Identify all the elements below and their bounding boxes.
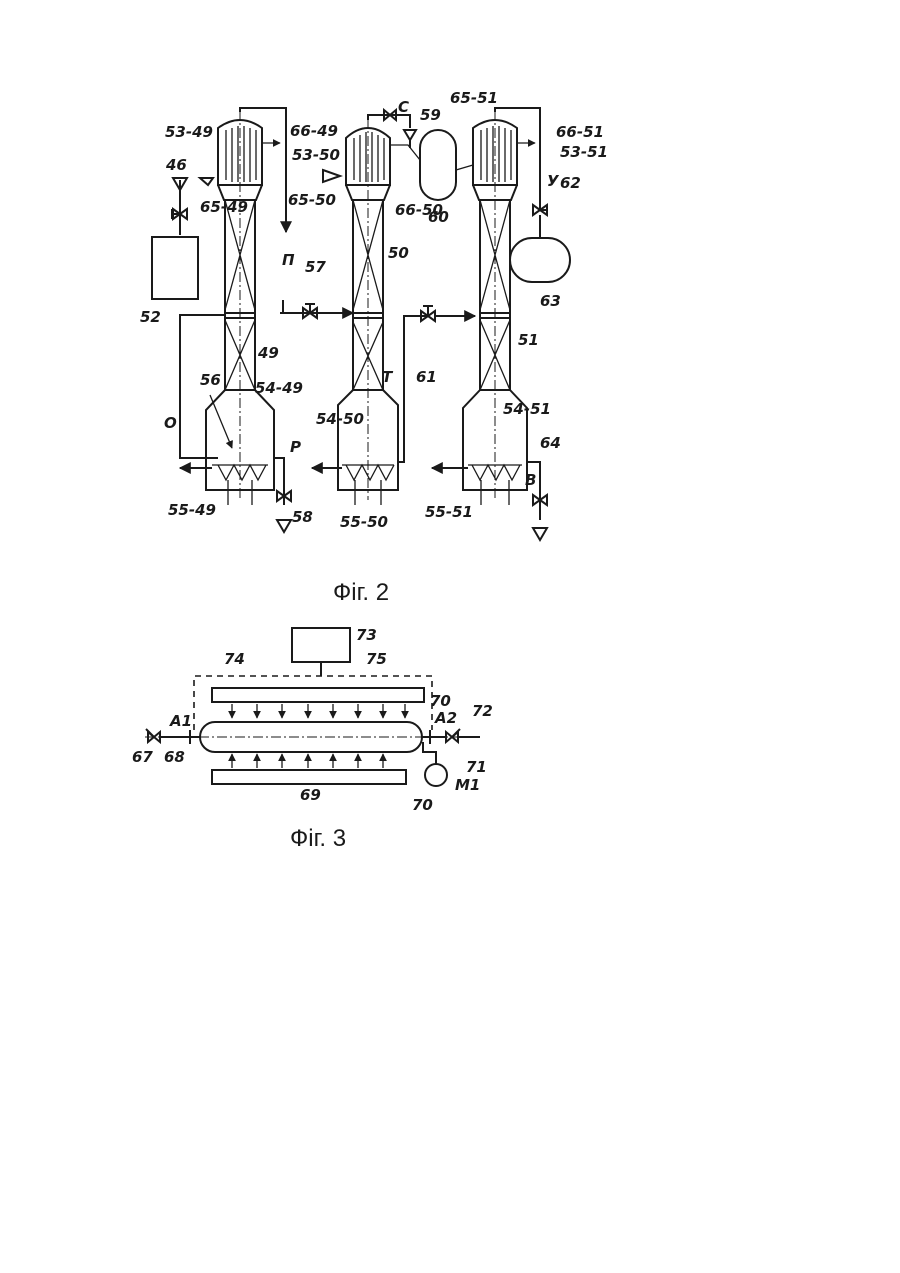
label-55-50: 55-50 xyxy=(340,513,388,531)
label-66-51: 66-51 xyxy=(556,123,604,141)
heat-arrows-up xyxy=(232,754,383,768)
label-73: 73 xyxy=(356,626,377,644)
label-o: О xyxy=(164,414,177,432)
label-61: 61 xyxy=(416,368,437,386)
label-53-49: 53-49 xyxy=(165,123,213,141)
label-c: С xyxy=(398,98,409,116)
controller-73 xyxy=(292,628,350,662)
label-74: 74 xyxy=(224,650,245,668)
label-68: 68 xyxy=(164,748,185,766)
label-51: 51 xyxy=(518,331,539,349)
label-59: 59 xyxy=(420,106,441,124)
label-62: 62 xyxy=(560,174,581,192)
label-54-49: 54-49 xyxy=(255,379,303,397)
tank-60 xyxy=(420,130,456,200)
label-65-49: 65-49 xyxy=(200,198,248,216)
label-58: 58 xyxy=(292,508,313,526)
label-55-49: 55-49 xyxy=(168,501,216,519)
label-54-51: 54-51 xyxy=(503,400,551,418)
label-p: Р xyxy=(290,438,301,456)
heat-arrows-down xyxy=(232,704,405,718)
label-65-51: 65-51 xyxy=(450,89,498,107)
label-49: 49 xyxy=(257,344,279,362)
label-m1: М1 xyxy=(455,776,480,794)
figure-2-caption: Фіг. 2 xyxy=(333,579,389,606)
label-72: 72 xyxy=(472,702,493,720)
label-60: 60 xyxy=(428,208,449,226)
valve-72 xyxy=(446,729,460,742)
label-56: 56 xyxy=(200,371,221,389)
label-70-top: 70 xyxy=(430,692,451,710)
label-67: 67 xyxy=(132,748,153,766)
heater-70-top xyxy=(212,688,424,702)
label-46: 46 xyxy=(165,156,187,174)
gauge-m1 xyxy=(425,764,447,786)
heater-70-bottom xyxy=(212,770,406,784)
label-57: 57 xyxy=(305,258,326,276)
label-v: В xyxy=(525,471,536,489)
label-64: 64 xyxy=(540,434,561,452)
label-a2: А2 xyxy=(434,709,457,727)
label-pi: П xyxy=(282,251,295,269)
label-65-50: 65-50 xyxy=(288,191,336,209)
valve-68 xyxy=(146,729,160,742)
label-71: 71 xyxy=(466,758,487,776)
label-69: 69 xyxy=(300,786,321,804)
label-70-bottom: 70 xyxy=(412,796,433,814)
valve-50-feed xyxy=(303,304,317,318)
label-54-50: 54-50 xyxy=(316,410,364,428)
label-66-49: 66-49 xyxy=(290,122,338,140)
tank-63 xyxy=(510,238,570,282)
label-75: 75 xyxy=(366,650,387,668)
valve-61 xyxy=(421,306,435,321)
condenser-tubes-49 xyxy=(226,126,256,182)
label-63: 63 xyxy=(540,292,561,310)
label-t: Т xyxy=(382,368,394,386)
label-53-50: 53-50 xyxy=(292,146,340,164)
label-a1: А1 xyxy=(169,712,192,730)
tank-52 xyxy=(152,237,198,299)
column-50 xyxy=(280,110,475,505)
label-55-51: 55-51 xyxy=(425,503,473,521)
label-52: 52 xyxy=(140,308,161,326)
label-53-51: 53-51 xyxy=(560,143,608,161)
label-50: 50 xyxy=(388,244,409,262)
figure-2: 53-49 66-49 46 65-49 52 49 56 54-49 О Р … xyxy=(140,89,608,606)
label-u: У xyxy=(547,172,560,190)
figure-3: 73 74 75 70 72 А1 А2 67 68 69 71 М1 70 Ф… xyxy=(132,626,493,852)
figure-3-caption: Фіг. 3 xyxy=(290,825,346,852)
